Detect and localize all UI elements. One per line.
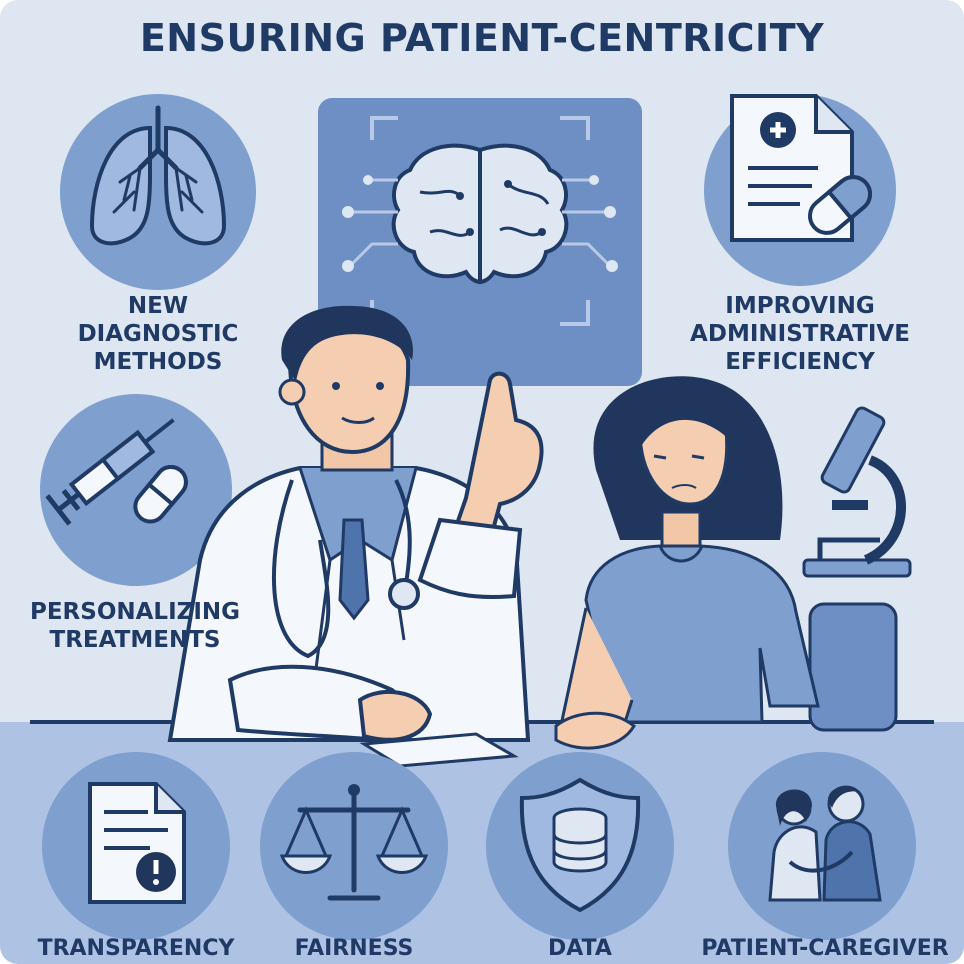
page-title: ENSURING PATIENT-CENTRICITY	[139, 16, 825, 60]
data-label: DATA	[548, 936, 612, 961]
shield-database-icon	[486, 752, 674, 940]
fairness-label: FAIRNESS	[294, 936, 414, 961]
label-line: DIAGNOSTIC	[77, 321, 239, 348]
label-line: PERSONALIZING	[29, 599, 241, 625]
label-line: EFFICIENCY	[725, 349, 875, 376]
label-line: ADMINISTRATIVE	[690, 321, 910, 348]
syringe-pill-icon	[40, 394, 232, 586]
embrace-icon	[728, 752, 916, 940]
label-line: METHODS	[93, 349, 223, 376]
label-line: NEW	[127, 293, 189, 319]
label-line: IMPROVING	[725, 293, 875, 319]
label-line: TREATMENTS	[49, 627, 221, 654]
ai-brain-circuit-icon	[318, 98, 642, 386]
transparency-label: TRANSPARENCY	[37, 936, 235, 961]
patient-figure	[554, 376, 898, 750]
doctor-figure	[167, 305, 544, 745]
document-alert-icon	[42, 752, 230, 940]
medical-document-pill-icon	[704, 94, 896, 286]
scales-icon	[260, 752, 448, 940]
personalizing-treatments-label: PERSONALIZING TREATMENTS	[20, 598, 250, 654]
lungs-icon	[60, 94, 256, 290]
administrative-efficiency-label: IMPROVING ADMINISTRATIVE EFFICIENCY	[686, 292, 914, 376]
diagnostic-methods-label: NEW DIAGNOSTIC METHODS	[58, 292, 258, 376]
patient-caregiver-label: PATIENT-CAREGIVER	[701, 936, 949, 961]
microscope-icon	[802, 406, 912, 578]
